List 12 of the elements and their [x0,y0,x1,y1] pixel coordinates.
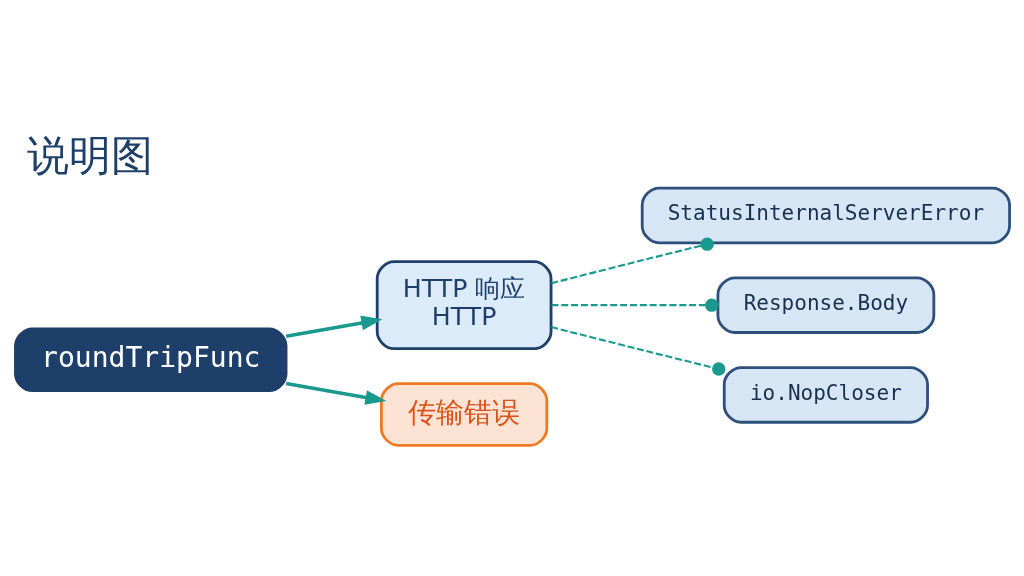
node-box: 传输错误 [379,382,548,447]
node-box: roundTripFunc [13,327,287,393]
node-box: io.NopCloser [722,366,929,424]
node-box: HTTP 响应 HTTP [375,260,552,351]
node-box: Response.Body [716,276,935,334]
diagram-title: 说明图 [26,130,153,180]
arrow [285,315,382,338]
arrow [285,381,386,405]
connector [550,326,725,376]
connector [550,237,714,285]
node-box: StatusInternalServerError [640,186,1011,245]
connector [551,298,718,312]
